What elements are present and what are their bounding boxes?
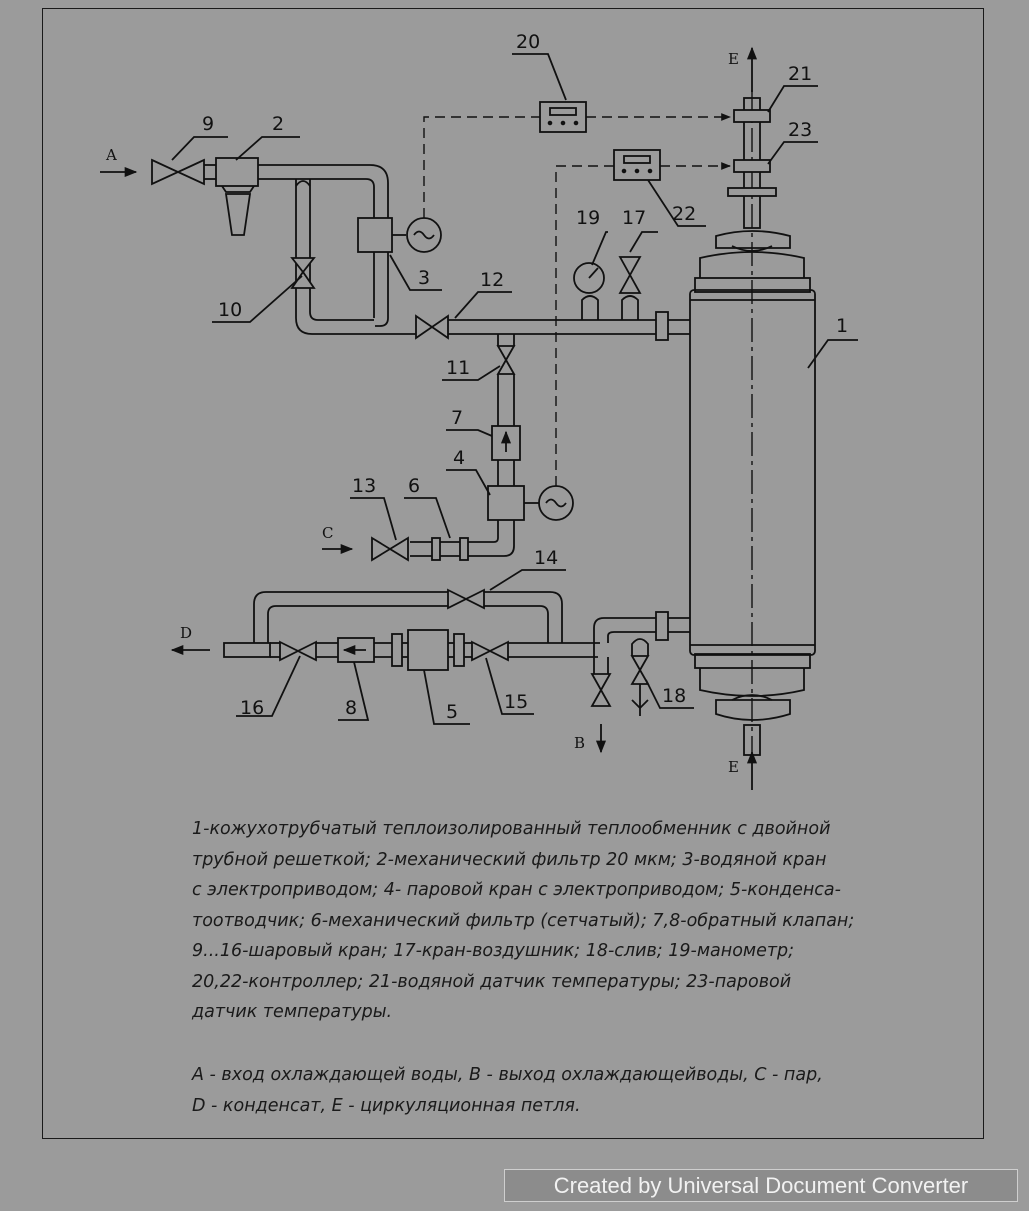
- controller-20: [539, 101, 587, 133]
- flow-legend-text: А - вход охлаждающей воды, В - выход охл…: [192, 1060, 892, 1121]
- label-9: 9: [202, 113, 214, 135]
- flow-label-b: B: [574, 734, 585, 752]
- label-23: 23: [788, 119, 812, 141]
- label-13: 13: [352, 475, 376, 497]
- label-6: 6: [408, 475, 420, 497]
- label-1: 1: [836, 315, 848, 337]
- watermark: Created by Universal Document Converter: [504, 1169, 1018, 1202]
- drawing-frame: [42, 8, 984, 1139]
- condensate-line: [223, 588, 690, 716]
- legend-line: тоотводчик; 6-механический фильтр (сетча…: [192, 910, 855, 931]
- label-10: 10: [218, 299, 242, 321]
- label-19: 19: [576, 207, 600, 229]
- label-17: 17: [622, 207, 646, 229]
- steam-line: [371, 334, 574, 562]
- flow-label-d: D: [180, 624, 192, 642]
- label-15: 15: [504, 691, 528, 713]
- flow-label-e-top: E: [728, 50, 739, 68]
- legend-line: 9...16-шаровый кран; 17-кран-воздушник; …: [192, 941, 795, 961]
- leader-lines: [171, 53, 858, 725]
- legend-line: с электроприводом; 4- паровой кран с эле…: [192, 880, 841, 900]
- label-18: 18: [662, 685, 686, 707]
- label-16: 16: [240, 697, 264, 719]
- legend-line: 20,22-контроллер; 21-водяной датчик темп…: [192, 971, 792, 992]
- flow-label-e-bottom: E: [728, 758, 739, 776]
- flow-label-a: A: [105, 146, 117, 164]
- label-11: 11: [446, 357, 470, 379]
- label-4: 4: [453, 447, 465, 469]
- legend-line: датчик температуры.: [192, 1002, 393, 1022]
- label-12: 12: [480, 269, 504, 291]
- label-20: 20: [516, 31, 540, 53]
- flow-legend-line: D - конденсат, Е - циркуляционная петля.: [192, 1095, 581, 1116]
- temperature-sensors: [727, 109, 777, 197]
- label-14: 14: [534, 547, 558, 569]
- water-inlet-line: [151, 157, 690, 341]
- flow-label-c: C: [322, 524, 333, 542]
- controller-22: [613, 149, 661, 181]
- label-8: 8: [345, 697, 357, 719]
- legend-line: 1-кожухотрубчатый теплоизолированный теп…: [192, 819, 831, 839]
- process-diagram: 1 2 3 4 5 6 7 8 9 10 11 12 13 14 15 16 1…: [100, 31, 858, 790]
- label-5: 5: [446, 701, 458, 723]
- flow-legend-line: А - вход охлаждающей воды, В - выход охл…: [192, 1065, 823, 1085]
- label-3: 3: [418, 267, 430, 289]
- legend-line: трубной решеткой; 2-механический фильтр …: [192, 849, 827, 870]
- label-7: 7: [451, 407, 463, 429]
- label-2: 2: [272, 113, 284, 135]
- legend-text: 1-кожухотрубчатый теплоизолированный теп…: [192, 814, 892, 1028]
- label-22: 22: [672, 203, 696, 225]
- label-21: 21: [788, 63, 812, 85]
